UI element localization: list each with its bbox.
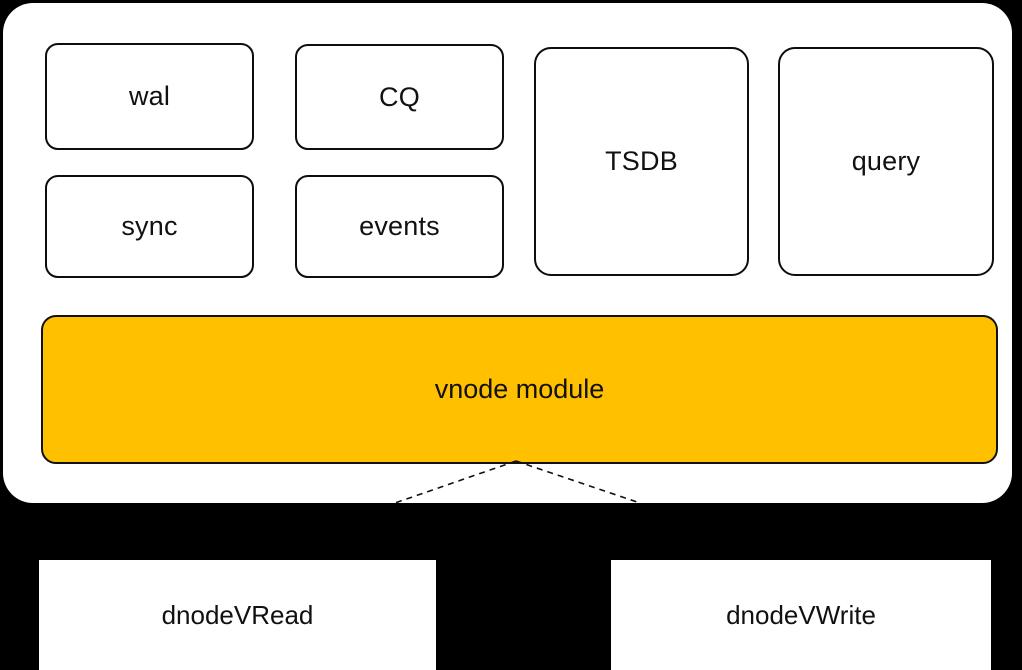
dnode-label-dnodevread: dnodeVRead xyxy=(161,600,314,630)
vnode-module-label: vnode module xyxy=(434,374,605,404)
module-box-wal[interactable]: wal xyxy=(45,43,254,150)
dnode-box-dnodevwrite[interactable]: dnodeVWrite xyxy=(611,560,991,670)
dnode-label-dnodevwrite: dnodeVWrite xyxy=(726,600,876,630)
module-label-sync: sync xyxy=(121,211,178,241)
module-box-cq[interactable]: CQ xyxy=(295,44,504,150)
module-label-tsdb: TSDB xyxy=(605,146,678,176)
module-box-query[interactable]: query xyxy=(778,47,994,276)
module-label-wal: wal xyxy=(128,81,171,111)
module-label-events: events xyxy=(359,211,440,241)
module-label-query: query xyxy=(851,146,921,176)
module-box-sync[interactable]: sync xyxy=(45,175,254,278)
vnode-module-bar[interactable]: vnode module xyxy=(41,315,998,464)
module-box-tsdb[interactable]: TSDB xyxy=(534,47,749,276)
vnode-container: wal CQ TSDB query sync events vnode modu… xyxy=(3,3,1012,503)
module-label-cq: CQ xyxy=(379,81,420,112)
dnode-box-dnodevread[interactable]: dnodeVRead xyxy=(39,560,436,670)
module-box-events[interactable]: events xyxy=(295,175,504,278)
